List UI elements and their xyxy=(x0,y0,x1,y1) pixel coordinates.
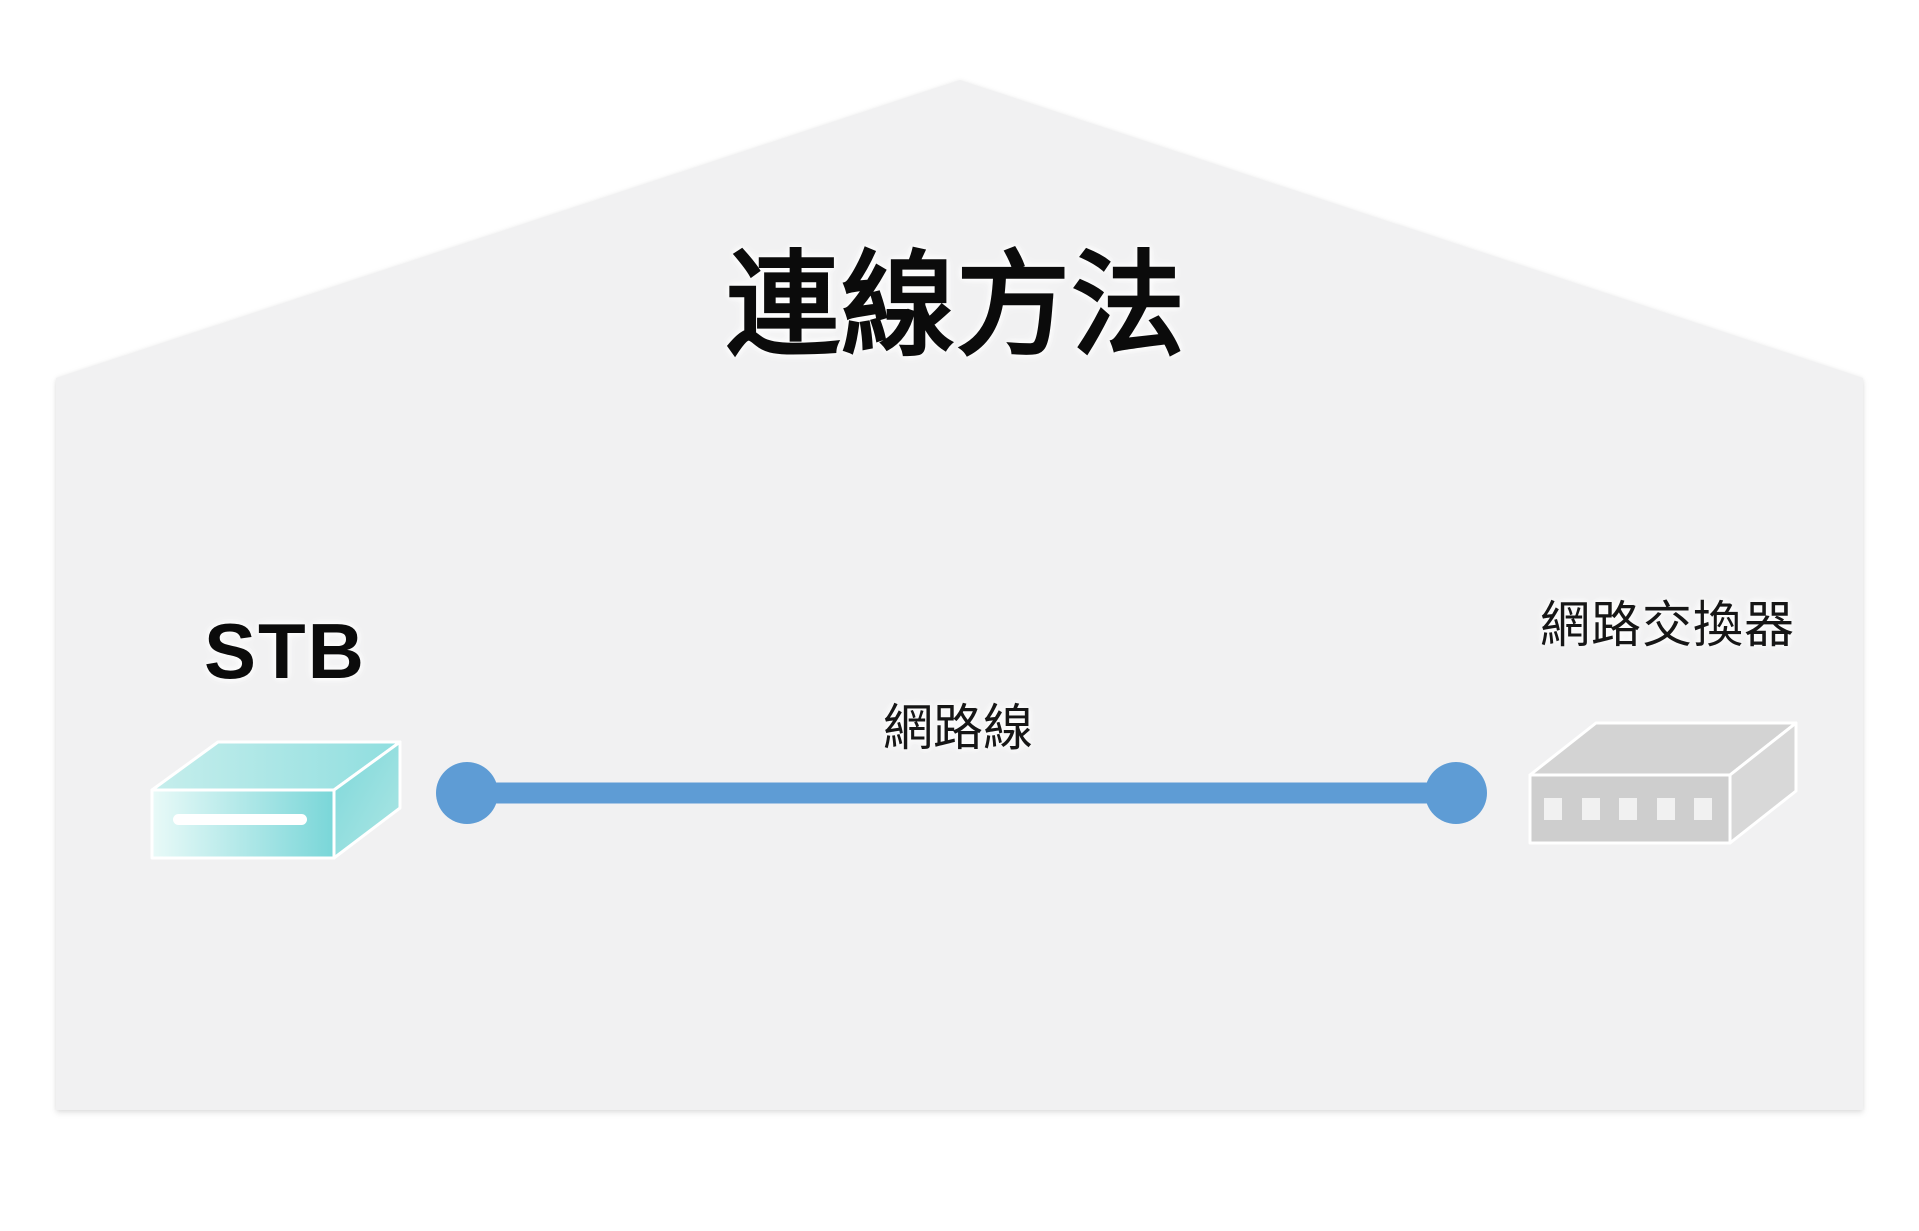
stb-front-slot xyxy=(173,814,307,825)
house-background-shape xyxy=(56,80,1863,1110)
network-switch-label: 網路交換器 xyxy=(1540,597,1795,653)
switch-port xyxy=(1694,798,1712,820)
network-cable-line xyxy=(436,762,1487,824)
network-switch-icon xyxy=(1528,721,1798,845)
cable-endpoint-right xyxy=(1425,762,1487,824)
switch-ports xyxy=(1544,798,1712,820)
switch-port xyxy=(1544,798,1562,820)
switch-port xyxy=(1619,798,1637,820)
page-title: 連線方法 xyxy=(725,243,1187,370)
stb-device-label: STB xyxy=(204,607,366,695)
network-cable-label: 網路線 xyxy=(883,700,1033,756)
switch-port xyxy=(1657,798,1675,820)
stb-device-icon xyxy=(150,740,402,860)
cable-endpoint-left xyxy=(436,762,498,824)
switch-port xyxy=(1582,798,1600,820)
